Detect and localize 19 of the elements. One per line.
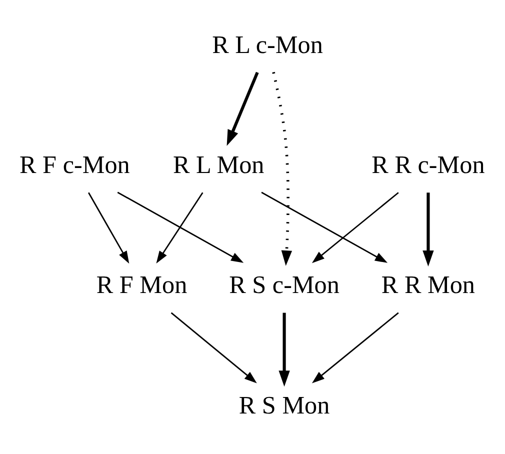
node-text: R R Mon <box>381 272 476 300</box>
arrow <box>226 72 259 146</box>
arrow <box>261 192 388 263</box>
arrow <box>312 192 399 264</box>
node-text: R L c-Mon <box>212 32 323 59</box>
arrow <box>312 312 399 384</box>
arrow <box>272 72 292 266</box>
arrow <box>88 192 130 264</box>
node-text: R S c-Mon <box>229 272 340 300</box>
arrow <box>156 192 204 264</box>
node-text: R R c-Mon <box>372 152 485 180</box>
node-text: R F Mon <box>96 272 188 300</box>
node-text: R S Mon <box>238 392 330 420</box>
arrow <box>117 192 244 263</box>
node-text: R L Mon <box>172 152 264 180</box>
arrow <box>170 312 257 384</box>
arrow <box>422 192 434 266</box>
node-text: R F c-Mon <box>20 152 130 180</box>
arrow <box>278 312 290 387</box>
